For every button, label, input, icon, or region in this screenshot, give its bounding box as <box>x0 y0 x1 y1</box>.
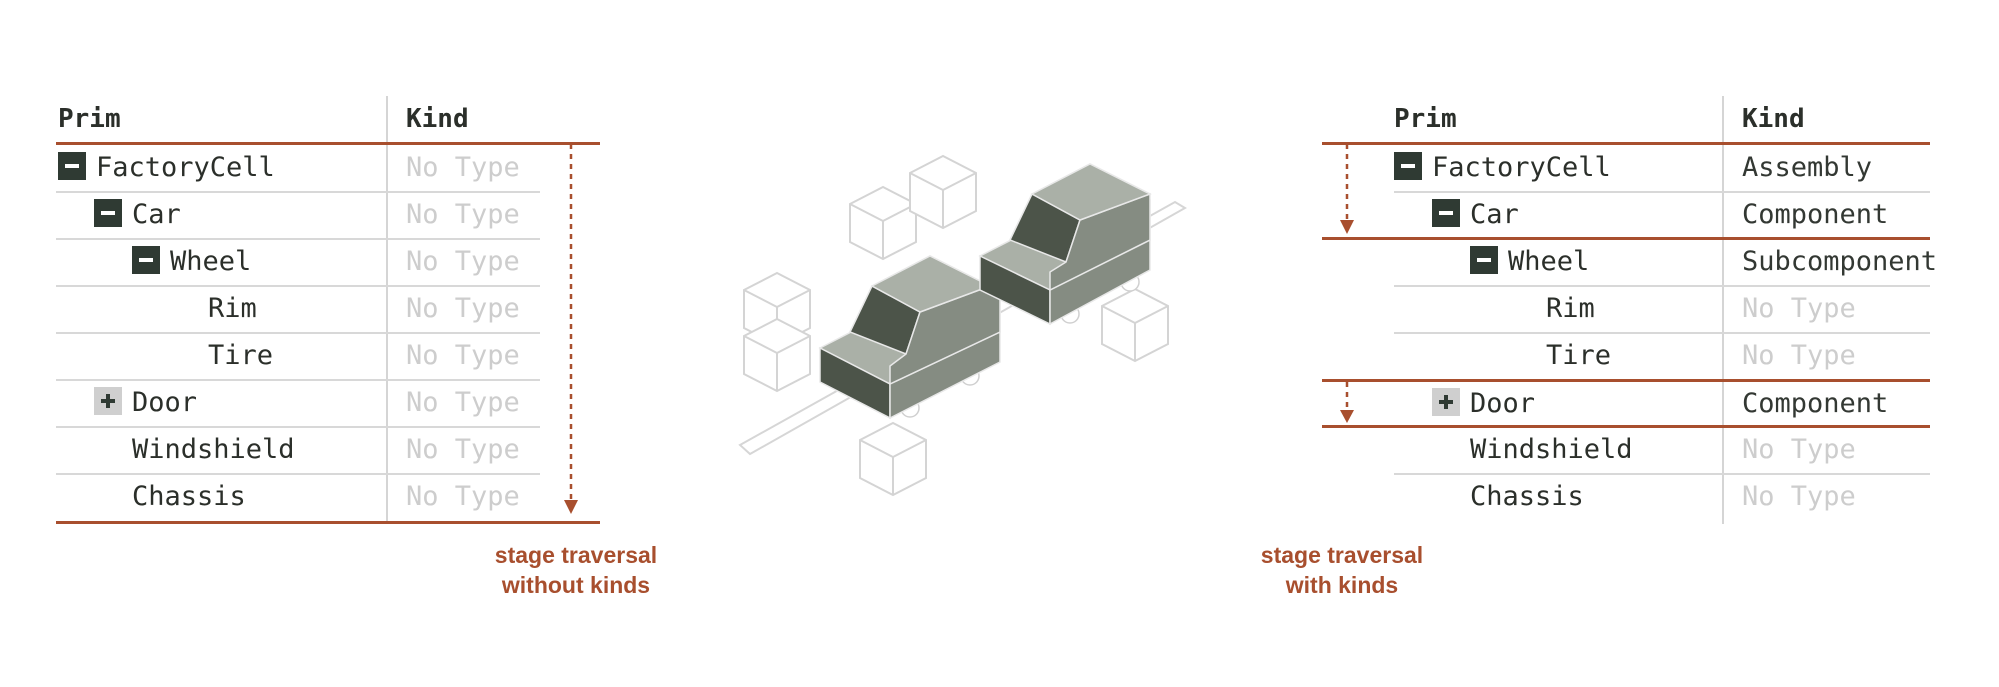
row-divider <box>1394 191 1930 193</box>
collapse-toggle-icon[interactable] <box>1432 198 1460 227</box>
traversal-arrow <box>564 144 578 514</box>
row-divider <box>56 191 540 193</box>
row-divider <box>56 473 540 475</box>
caption-line: with kinds <box>1285 572 1399 598</box>
kind-value: No Type <box>1742 293 1856 324</box>
prim-name: Car <box>1470 199 1519 230</box>
expand-toggle-icon[interactable] <box>1432 387 1460 416</box>
column-divider <box>1722 96 1724 524</box>
prim-name: FactoryCell <box>96 152 275 183</box>
traversal-stop-line <box>1322 425 1930 428</box>
caption-line: stage traversal <box>1260 542 1424 568</box>
tree-row-factorycell[interactable]: FactoryCell No Type <box>56 144 540 191</box>
prim-name: Windshield <box>132 434 295 465</box>
tree-row-factorycell[interactable]: FactoryCell Assembly <box>1322 144 1930 191</box>
tree-row-chassis[interactable]: Chassis No Type <box>56 473 540 520</box>
tree-row-tire[interactable]: Tire No Type <box>56 332 540 379</box>
left-prim-tree: Prim Kind FactoryCell No Type Car No Typ… <box>56 96 616 526</box>
kind-value: No Type <box>406 199 520 230</box>
prim-name: Rim <box>208 293 257 324</box>
tree-row-car[interactable]: Car Component <box>1322 191 1930 238</box>
prim-column-header: Prim <box>1394 104 1457 134</box>
row-divider <box>56 332 540 334</box>
kind-value: No Type <box>1742 481 1856 512</box>
crate-cube <box>849 185 917 261</box>
tree-row-chassis[interactable]: Chassis No Type <box>1322 473 1930 520</box>
tree-row-rim[interactable]: Rim No Type <box>56 285 540 332</box>
row-divider <box>56 285 540 287</box>
traversal-start-line <box>1322 379 1930 382</box>
row-divider <box>1394 473 1930 475</box>
collapse-toggle-icon[interactable] <box>58 151 86 180</box>
kind-value: No Type <box>406 246 520 277</box>
column-divider <box>386 96 388 524</box>
kind-value: No Type <box>1742 434 1856 465</box>
kind-column-header: Kind <box>406 104 469 134</box>
prim-name: Chassis <box>132 481 246 512</box>
kind-value: No Type <box>406 387 520 418</box>
prim-name: Car <box>132 199 181 230</box>
header-underline <box>56 142 600 145</box>
traversal-arrow <box>1340 144 1354 234</box>
tree-row-car[interactable]: Car No Type <box>56 191 540 238</box>
prim-name: Wheel <box>1508 246 1590 277</box>
kind-value: No Type <box>406 340 520 371</box>
collapse-toggle-icon[interactable] <box>94 198 122 227</box>
tree-row-windshield[interactable]: Windshield No Type <box>56 426 540 473</box>
crate-cube <box>859 421 927 497</box>
collapse-toggle-icon[interactable] <box>1394 151 1422 180</box>
tree-row-door[interactable]: Door Component <box>1322 380 1930 427</box>
kind-value: Subcomponent <box>1742 246 1938 277</box>
crate-cube <box>1101 287 1169 363</box>
kind-value: No Type <box>406 481 520 512</box>
header-underline <box>1322 142 1930 145</box>
prim-name: Tire <box>1546 340 1612 371</box>
caption-without-kinds: stage traversal without kinds <box>456 540 696 600</box>
tree-row-wheel[interactable]: Wheel No Type <box>56 238 540 285</box>
kind-value: No Type <box>1742 340 1856 371</box>
row-divider <box>56 426 540 428</box>
car-front <box>818 255 1001 420</box>
tree-row-tire[interactable]: Tire No Type <box>1322 332 1930 379</box>
collapse-toggle-icon[interactable] <box>1470 245 1498 274</box>
caption-with-kinds: stage traversal with kinds <box>1222 540 1462 600</box>
row-divider <box>56 238 540 240</box>
prim-name: Door <box>132 387 198 418</box>
car-back <box>978 163 1152 326</box>
crate-cube <box>909 154 977 230</box>
kind-value: Component <box>1742 388 1889 419</box>
tree-row-rim[interactable]: Rim No Type <box>1322 285 1930 332</box>
prim-name: Tire <box>208 340 274 371</box>
factory-cell-illustration <box>738 154 1187 497</box>
row-divider <box>56 379 540 381</box>
prim-column-header: Prim <box>58 104 121 134</box>
kind-column-header: Kind <box>1742 104 1805 134</box>
tree-row-door[interactable]: Door No Type <box>56 379 540 426</box>
prim-name: Chassis <box>1470 481 1584 512</box>
row-divider <box>1394 332 1930 334</box>
prim-name: Rim <box>1546 293 1595 324</box>
kind-value: No Type <box>406 293 520 324</box>
tree-row-windshield[interactable]: Windshield No Type <box>1322 426 1930 473</box>
collapse-toggle-icon[interactable] <box>132 245 160 274</box>
prim-name: FactoryCell <box>1432 152 1611 183</box>
tree-bottom-line <box>56 521 600 524</box>
kind-value: Assembly <box>1742 152 1873 183</box>
prim-name: Door <box>1470 388 1536 419</box>
tree-row-wheel[interactable]: Wheel Subcomponent <box>1322 238 1937 285</box>
crate-cube <box>743 317 811 393</box>
kind-value: No Type <box>406 434 520 465</box>
expand-toggle-icon[interactable] <box>94 386 122 415</box>
kind-value: Component <box>1742 199 1889 230</box>
prim-name: Wheel <box>170 246 252 277</box>
traversal-arrow <box>1340 382 1354 423</box>
row-divider <box>1394 285 1930 287</box>
right-prim-tree: Prim Kind FactoryCell Assembly Car Compo… <box>1322 96 1942 526</box>
prim-name: Windshield <box>1470 434 1633 465</box>
traversal-stop-line <box>1322 237 1930 240</box>
kind-value: No Type <box>406 152 520 183</box>
caption-line: without kinds <box>501 572 651 598</box>
caption-line: stage traversal <box>494 542 658 568</box>
